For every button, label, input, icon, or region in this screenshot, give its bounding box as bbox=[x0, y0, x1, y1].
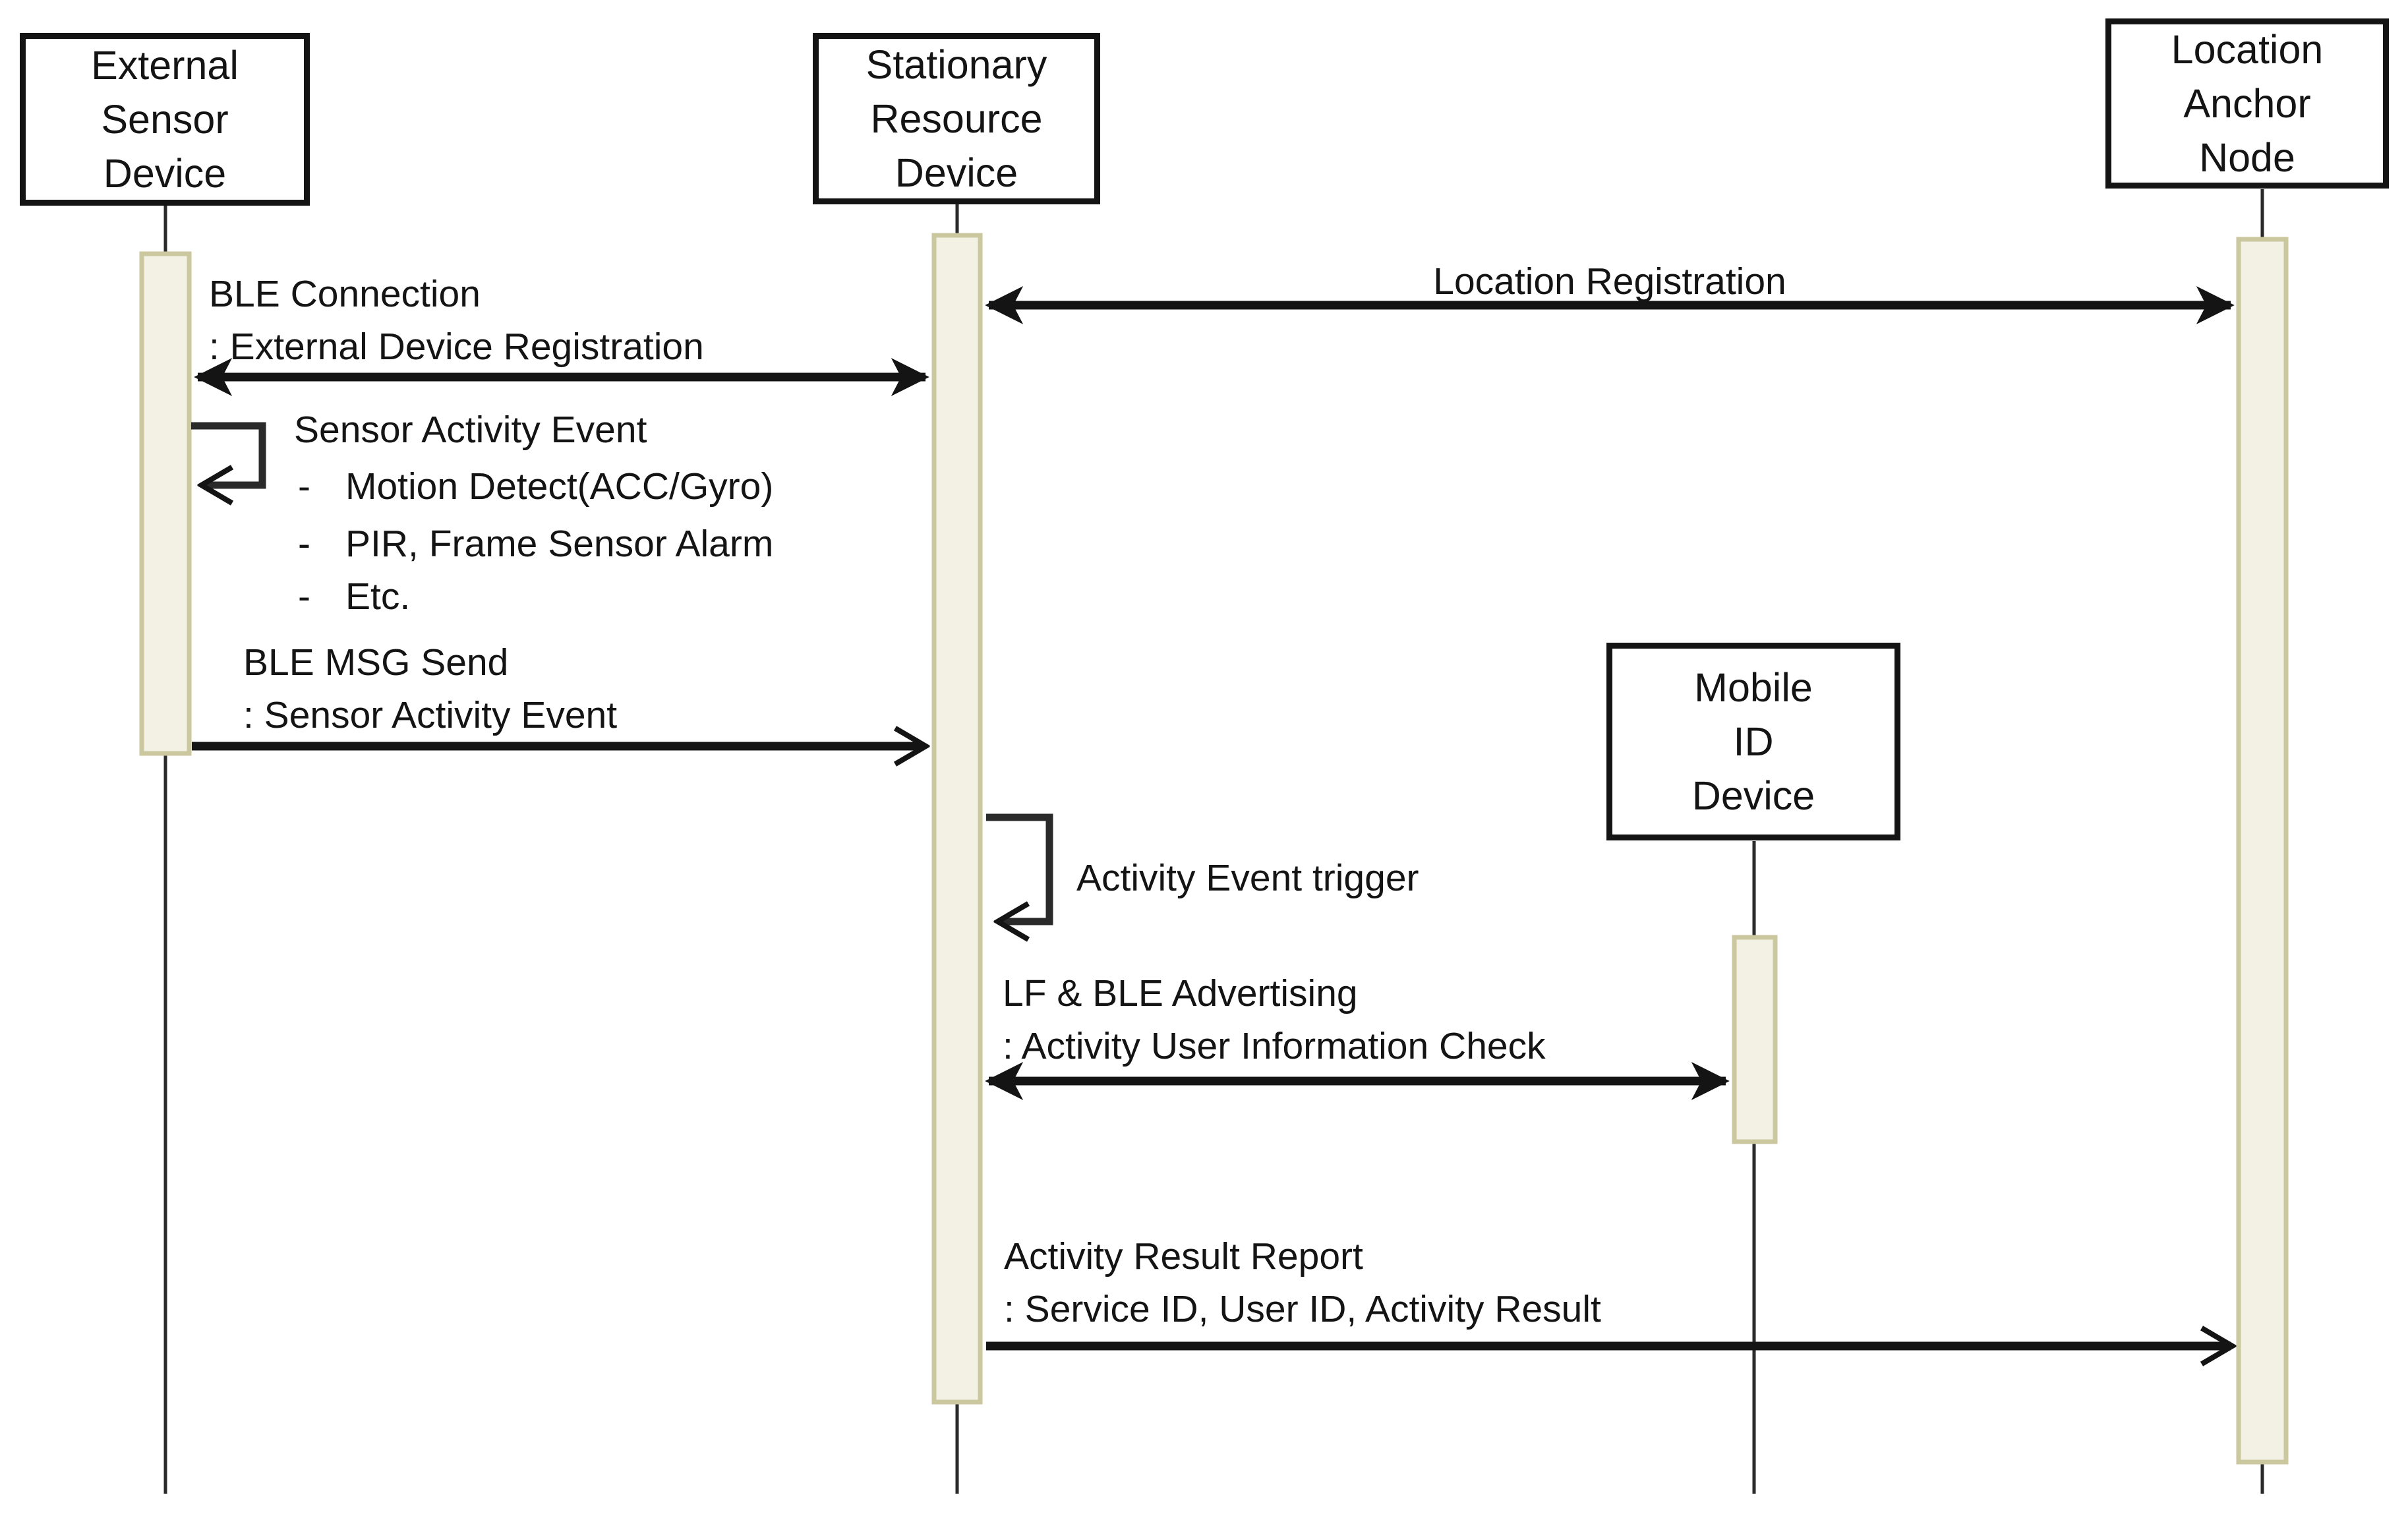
label-activity-result-report: Activity Result Report : Service ID, Use… bbox=[1004, 1230, 1601, 1335]
bullet-motion-detect: - Motion Detect(ACC/Gyro) bbox=[298, 460, 773, 513]
actor-label-line: Anchor bbox=[2183, 81, 2311, 126]
bullet-dash: - bbox=[298, 465, 310, 508]
actor-label-line: Device bbox=[103, 151, 227, 196]
actor-label-line: Resource bbox=[870, 96, 1043, 141]
actor-box-location-anchor-node: Location Anchor Node bbox=[2105, 18, 2389, 189]
activation-bar-external-sensor-device bbox=[139, 251, 192, 756]
arrow-sensor-activity-event-selfloop bbox=[191, 422, 266, 485]
actor-label-line: Location bbox=[2171, 27, 2324, 72]
label-text: : Activity User Information Check bbox=[1003, 1025, 1546, 1067]
activation-bar-location-anchor-node bbox=[2236, 237, 2289, 1465]
label-sensor-activity-event-title: Sensor Activity Event bbox=[294, 403, 647, 456]
label-text: : Sensor Activity Event bbox=[243, 694, 618, 736]
label-text: Location Registration bbox=[1433, 260, 1786, 303]
actor-label-line: Device bbox=[895, 150, 1018, 195]
label-location-registration: Location Registration bbox=[989, 255, 2231, 308]
activation-bar-mobile-id-device bbox=[1732, 935, 1778, 1144]
label-ble-connection: BLE Connection : External Device Registr… bbox=[209, 268, 704, 373]
actor-label-line: Sensor bbox=[101, 97, 229, 142]
actor-label-line: Stationary bbox=[866, 42, 1047, 87]
bullet-text: Etc. bbox=[345, 575, 411, 618]
label-text: Activity Event trigger bbox=[1076, 857, 1419, 899]
actor-label-line: External bbox=[91, 43, 239, 88]
label-text: : External Device Registration bbox=[209, 326, 704, 368]
actor-label-line: ID bbox=[1733, 719, 1774, 764]
label-text: Activity Result Report bbox=[1004, 1235, 1363, 1277]
actor-box-external-sensor-device: External Sensor Device bbox=[20, 33, 310, 206]
label-text: Sensor Activity Event bbox=[294, 409, 647, 451]
label-text: : Service ID, User ID, Activity Result bbox=[1004, 1288, 1601, 1330]
bullet-text: Motion Detect(ACC/Gyro) bbox=[345, 465, 774, 508]
label-activity-event-trigger: Activity Event trigger bbox=[1076, 852, 1419, 904]
label-text: LF & BLE Advertising bbox=[1003, 972, 1358, 1014]
actor-box-mobile-id-device: Mobile ID Device bbox=[1606, 643, 1900, 840]
actor-label-line: Device bbox=[1691, 773, 1815, 818]
bullet-dash: - bbox=[298, 523, 310, 565]
actor-label-line: Node bbox=[2199, 135, 2295, 180]
label-text: BLE Connection bbox=[209, 273, 481, 315]
bullet-etc: - Etc. bbox=[298, 570, 410, 623]
bullet-pir-frame-sensor: - PIR, Frame Sensor Alarm bbox=[298, 517, 773, 570]
activation-bar-stationary-resource-device bbox=[931, 233, 983, 1405]
arrow-activity-event-trigger-selfloop bbox=[986, 813, 1053, 922]
label-text: BLE MSG Send bbox=[243, 641, 509, 684]
actor-label-line: Mobile bbox=[1694, 665, 1813, 710]
actor-box-stationary-resource-device: Stationary Resource Device bbox=[813, 33, 1100, 204]
bullet-text: PIR, Frame Sensor Alarm bbox=[345, 523, 774, 565]
label-lf-ble-advertising: LF & BLE Advertising : Activity User Inf… bbox=[1003, 967, 1546, 1072]
label-ble-msg-send: BLE MSG Send : Sensor Activity Event bbox=[243, 636, 617, 742]
bullet-dash: - bbox=[298, 575, 310, 618]
